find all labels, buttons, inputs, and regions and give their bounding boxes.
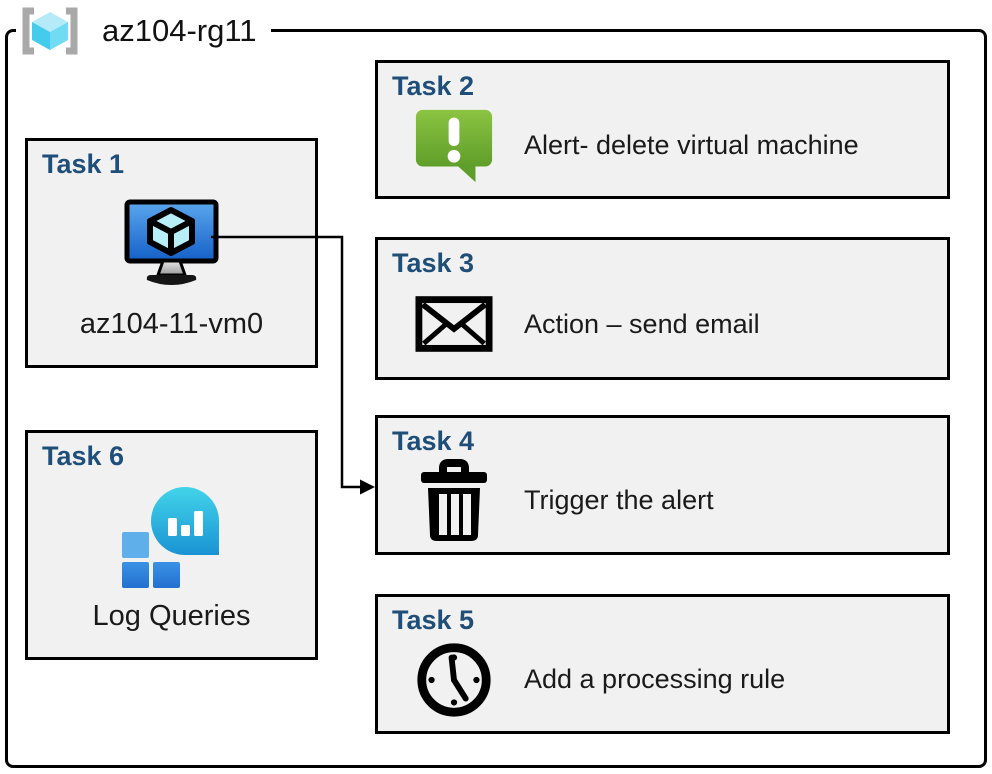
resource-group-border [5,29,987,768]
trash-icon [421,458,487,541]
task-4-text: Trigger the alert [524,485,714,515]
task-5-text: Add a processing rule [524,664,786,694]
alert-icon [415,109,493,183]
clock-icon [417,642,491,717]
task-2-label: Task 2 [392,71,475,101]
task-4-box: Task 4 Trigger the alert [375,415,950,555]
task-4-label: Task 4 [392,426,475,456]
task-6-box: Task 6 [25,430,318,660]
task-6-label: Task 6 [42,441,125,471]
task-3-label: Task 3 [392,248,475,278]
task-3-box: Task 3 Action – send email [375,237,950,380]
resource-group-header: az104-rg11 [16,3,271,58]
task-3-text: Action – send email [524,308,760,339]
resource-group-title: az104-rg11 [102,12,257,48]
task-2-box: Task 2 Alert- delete virtual machin [375,60,950,199]
log-analytics-icon [121,487,219,588]
task-1-label: Task 1 [42,149,125,179]
task-5-label: Task 5 [392,605,475,635]
task-2-text: Alert- delete virtual machine [524,129,859,160]
task-1-box: Task 1 [25,138,318,368]
task-6-text: Log Queries [92,600,251,632]
resource-group-icon [22,7,78,54]
virtual-machine-icon [124,199,219,285]
task-1-text: az104-11-vm0 [79,308,264,340]
task-5-box: Task 5 Add a processing rule [375,594,950,734]
email-icon [415,296,493,352]
